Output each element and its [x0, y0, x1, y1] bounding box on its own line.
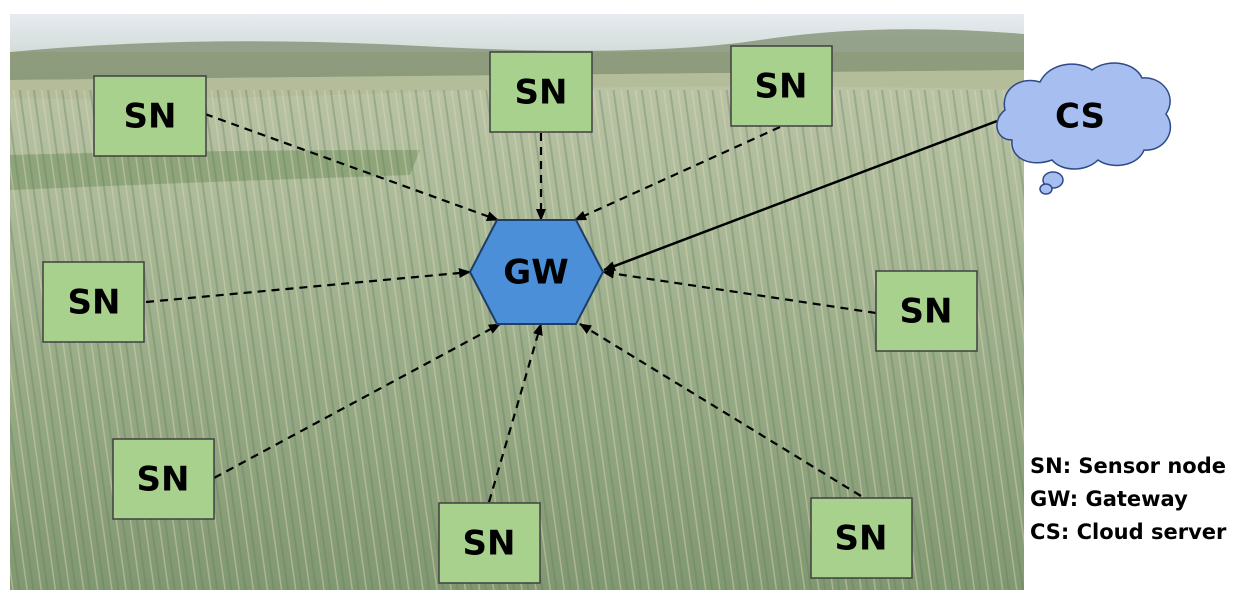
sensor-node: SN: [810, 497, 913, 579]
sensor-gateway-link: [602, 268, 877, 315]
sensor-label: SN: [515, 73, 568, 113]
sensor-node: SN: [489, 51, 593, 133]
cloud-server-node: CS: [996, 62, 1172, 195]
sensor-gateway-link: [213, 323, 501, 479]
legend-item-sn: SN: Sensor node: [1030, 454, 1226, 478]
cloud-shape: [996, 62, 1172, 170]
sensor-gateway-link: [574, 125, 781, 222]
sensor-node: SN: [875, 270, 978, 352]
sensor-nodes: SN SN SN SN SN SN SN SN: [42, 45, 978, 584]
gateway-node: GW: [468, 219, 605, 325]
gateway-hexagon: [468, 219, 605, 325]
sensor-node: SN: [112, 438, 215, 520]
sensor-label: SN: [137, 460, 190, 500]
sensor-gateway-link: [145, 268, 471, 304]
sensor-node: SN: [42, 261, 145, 343]
sensor-node: SN: [730, 45, 833, 127]
sensor-gateway-link: [204, 112, 499, 222]
sensor-node: SN: [93, 75, 207, 157]
sensor-label: SN: [900, 292, 953, 332]
sensor-label: SN: [835, 519, 888, 559]
sensor-label: SN: [124, 97, 177, 137]
cloud-bubble-small: [1039, 183, 1053, 195]
legend: SN: Sensor node GW: Gateway CS: Cloud se…: [1030, 450, 1226, 549]
gateway-label: GW: [503, 253, 568, 293]
sensor-label: SN: [463, 524, 516, 564]
cloud-gateway-link: [603, 119, 998, 272]
sensor-node: SN: [438, 502, 541, 584]
legend-item-cs: CS: Cloud server: [1030, 520, 1227, 544]
legend-item-gw: GW: Gateway: [1030, 487, 1188, 511]
links-layer: [145, 112, 998, 503]
sensor-label: SN: [68, 283, 121, 323]
sensor-label: SN: [755, 67, 808, 107]
cloud-label: CS: [1055, 97, 1105, 137]
sensor-gateway-link: [487, 323, 543, 503]
